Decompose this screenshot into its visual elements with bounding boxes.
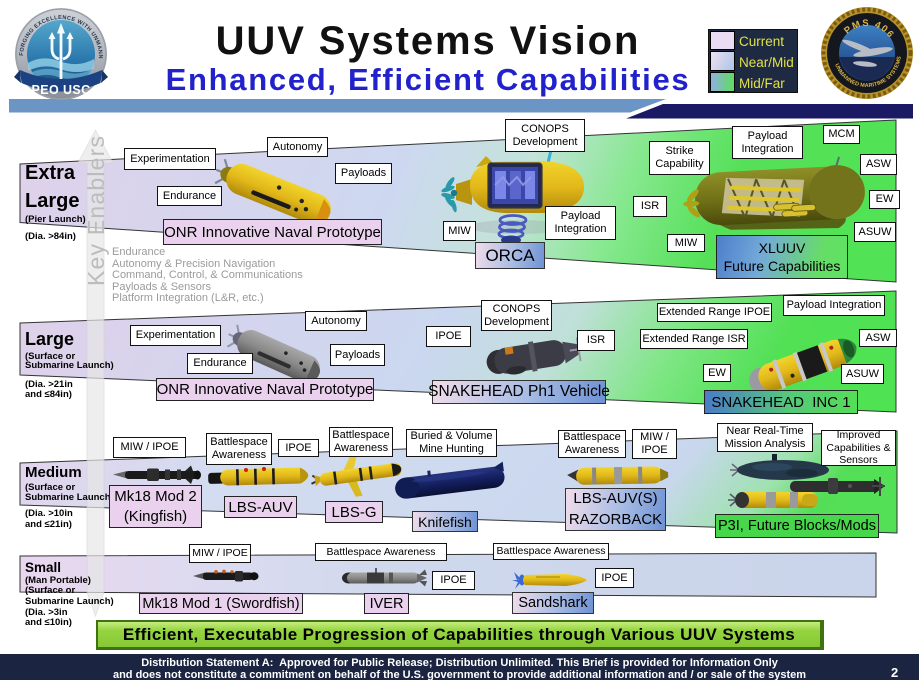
svg-text:PEO USC: PEO USC <box>31 83 90 97</box>
svg-text:Key Enablers: Key Enablers <box>83 135 109 286</box>
